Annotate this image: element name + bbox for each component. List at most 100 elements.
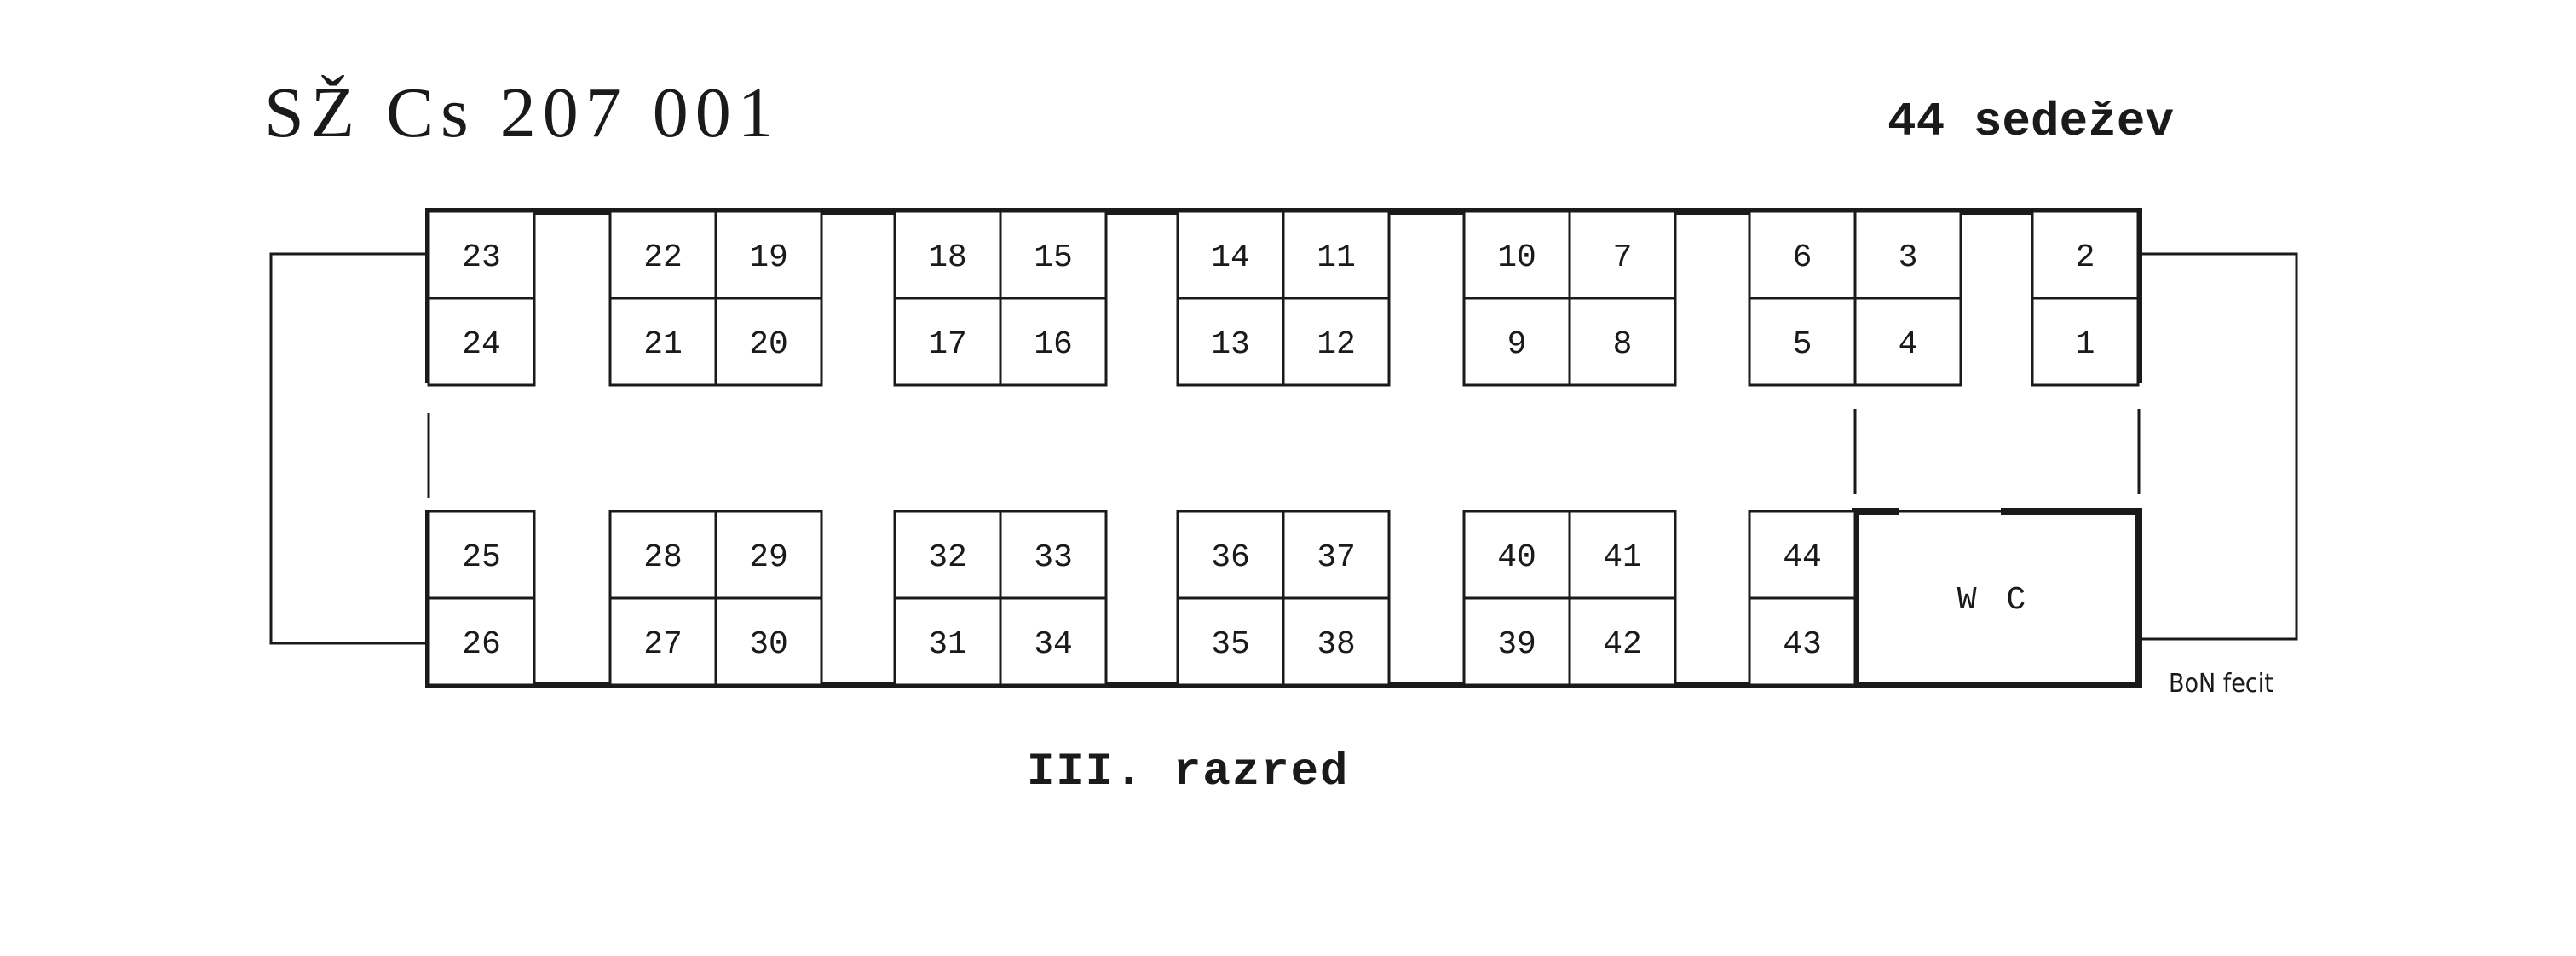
credit-signature: BoN fecit [2169, 669, 2273, 699]
seat-number: 9 [1507, 326, 1527, 363]
right-coupling [2139, 252, 2298, 641]
seat-39: 39 [1462, 596, 1571, 687]
seat-number: 25 [462, 539, 501, 576]
seat-number: 22 [643, 239, 683, 276]
seat-box [1568, 210, 1677, 300]
seat-number: 39 [1497, 626, 1536, 663]
seat-number: 13 [1211, 326, 1250, 363]
seat-13: 13 [1176, 297, 1285, 387]
seat-34: 34 [999, 596, 1108, 687]
seat-38: 38 [1282, 596, 1391, 687]
seat-number: 11 [1317, 239, 1356, 276]
seat-box [427, 510, 536, 600]
seat-number: 12 [1317, 326, 1356, 363]
seat-number: 40 [1497, 539, 1536, 576]
seat-number: 44 [1783, 539, 1822, 576]
seat-35: 35 [1176, 596, 1285, 687]
seat-box [1853, 210, 1962, 300]
seat-box [1748, 596, 1857, 687]
seat-2: 2 [2031, 210, 2140, 300]
seat-number: 30 [749, 626, 788, 663]
seat-box [2031, 210, 2140, 300]
seat-box [608, 596, 717, 687]
seat-4: 4 [1853, 297, 1962, 387]
seat-count-label: 44 sedežev [1887, 95, 2174, 149]
seat-29: 29 [714, 510, 823, 600]
seat-number: 5 [1793, 326, 1812, 363]
seat-24: 24 [427, 297, 536, 387]
seat-number: 28 [643, 539, 683, 576]
seat-15: 15 [999, 210, 1108, 300]
seat-27: 27 [608, 596, 717, 687]
seat-37: 37 [1282, 510, 1391, 600]
seat-9: 9 [1462, 297, 1571, 387]
seat-number: 4 [1899, 326, 1918, 363]
seat-number: 20 [749, 326, 788, 363]
seat-box [427, 210, 536, 300]
seat-16: 16 [999, 297, 1108, 387]
coach-title: SŽ Cs 207 001 [264, 73, 781, 153]
seat-box [714, 210, 823, 300]
seat-number: 24 [462, 326, 501, 363]
seat-11: 11 [1282, 210, 1391, 300]
seat-number: 7 [1613, 239, 1633, 276]
seat-number: 31 [928, 626, 967, 663]
seat-box [1853, 297, 1962, 387]
seat-number: 29 [749, 539, 788, 576]
seat-box [1282, 210, 1391, 300]
seat-number: 43 [1783, 626, 1822, 663]
seat-42: 42 [1568, 596, 1677, 687]
seat-box [714, 297, 823, 387]
seat-box [999, 596, 1108, 687]
seat-box [427, 297, 536, 387]
seat-number: 18 [928, 239, 967, 276]
seat-box [714, 596, 823, 687]
wc-label: W C [1957, 582, 2031, 619]
seat-31: 31 [893, 596, 1002, 687]
seat-number: 10 [1497, 239, 1536, 276]
seat-number: 23 [462, 239, 501, 276]
seat-number: 37 [1317, 539, 1356, 576]
seat-43: 43 [1748, 596, 1857, 687]
seat-30: 30 [714, 596, 823, 687]
seat-33: 33 [999, 510, 1108, 600]
seat-number: 14 [1211, 239, 1250, 276]
seat-20: 20 [714, 297, 823, 387]
seat-box [1748, 297, 1857, 387]
seat-box [608, 297, 717, 387]
seat-box [1568, 596, 1677, 687]
seat-number: 2 [2076, 239, 2095, 276]
seat-40: 40 [1462, 510, 1571, 600]
seat-number: 19 [749, 239, 788, 276]
seat-box [999, 510, 1108, 600]
seat-box [1462, 596, 1571, 687]
seat-number: 16 [1034, 326, 1073, 363]
seat-21: 21 [608, 297, 717, 387]
seat-36: 36 [1176, 510, 1285, 600]
seat-number: 33 [1034, 539, 1073, 576]
seat-44: 44 [1748, 510, 1857, 600]
seat-box [608, 510, 717, 600]
seat-1: 1 [2031, 297, 2140, 387]
seat-28: 28 [608, 510, 717, 600]
seat-10: 10 [1462, 210, 1571, 300]
seat-5: 5 [1748, 297, 1857, 387]
seat-box [1176, 297, 1285, 387]
seat-number: 8 [1613, 326, 1633, 363]
seat-box [1462, 297, 1571, 387]
seat-23: 23 [427, 210, 536, 300]
seat-22: 22 [608, 210, 717, 300]
seat-19: 19 [714, 210, 823, 300]
seat-25: 25 [427, 510, 536, 600]
seat-32: 32 [893, 510, 1002, 600]
seat-box [1748, 510, 1857, 600]
seat-8: 8 [1568, 297, 1677, 387]
seat-box [999, 210, 1108, 300]
seat-3: 3 [1853, 210, 1962, 300]
seat-7: 7 [1568, 210, 1677, 300]
seat-26: 26 [427, 596, 536, 687]
seat-box [1568, 297, 1677, 387]
seat-box [1176, 596, 1285, 687]
